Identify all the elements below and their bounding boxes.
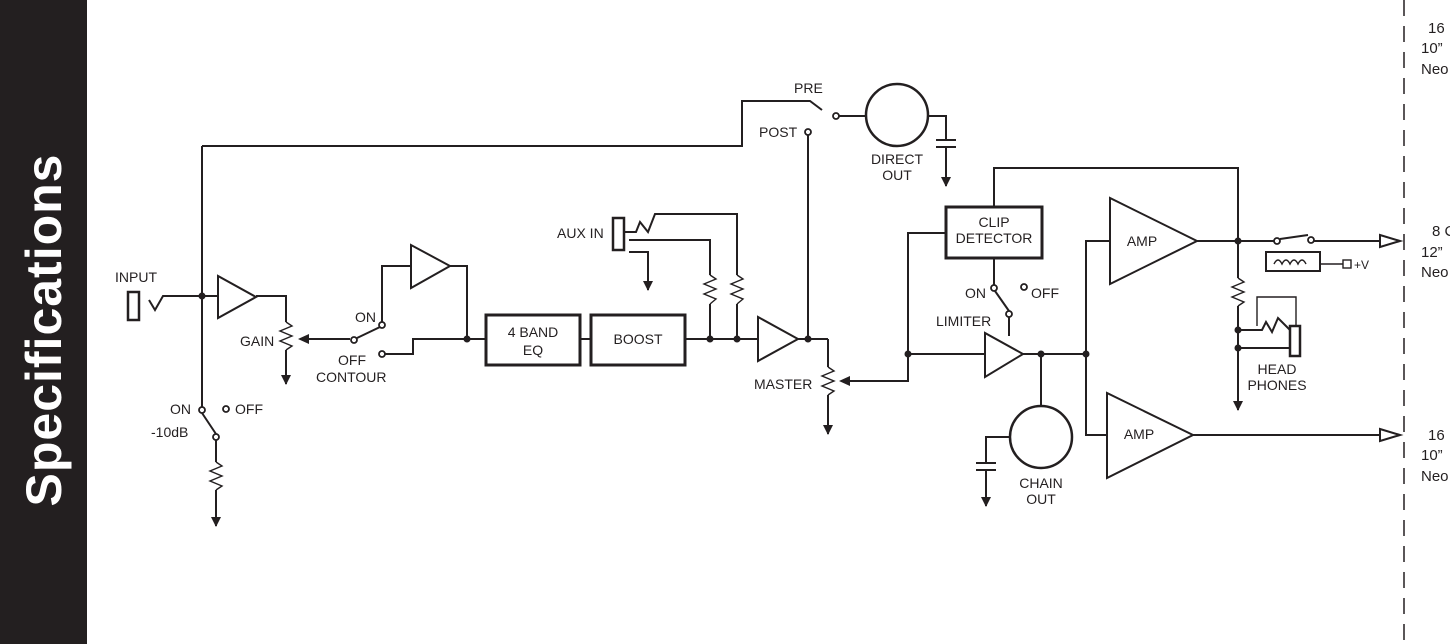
aux-in-jack <box>611 213 745 339</box>
clip-label-line1: CLIP <box>978 214 1009 230</box>
boost-block <box>589 313 687 367</box>
limiter-switch <box>990 258 1028 336</box>
amp-top-triangle <box>1109 196 1200 286</box>
headphone-relay-coil <box>1265 251 1352 272</box>
right-text-3c: Neo <box>1421 468 1449 485</box>
right-text-1a: 16 <box>1428 20 1445 37</box>
plus-v-label: +V <box>1354 258 1369 272</box>
headphones-jack <box>1238 296 1302 358</box>
pad-db-label: -10dB <box>151 424 188 440</box>
chain-out-label-line1: CHAIN <box>1019 475 1063 491</box>
limiter-triangle <box>984 331 1025 379</box>
contour-off-label: OFF <box>338 352 366 368</box>
clip-detector-block <box>944 205 1044 260</box>
sidebar-tab: Specifications <box>0 0 87 644</box>
right-text-3a: 16 <box>1428 427 1445 444</box>
bottom-output-arrow <box>1379 427 1404 443</box>
pre-post-switch <box>804 112 866 339</box>
pad-on-label: ON <box>170 401 191 417</box>
pad-switch <box>198 405 230 527</box>
contour-on-label: ON <box>355 309 376 325</box>
direct-out-cap <box>928 115 956 187</box>
headphones-label-line2: PHONES <box>1247 377 1306 393</box>
contour-label: CONTOUR <box>316 369 387 385</box>
eq-label-line1: 4 BAND <box>508 324 559 340</box>
right-text-1c: Neo <box>1421 61 1449 78</box>
master-triangle <box>757 315 801 363</box>
eq-label-line2: EQ <box>523 342 543 358</box>
right-text-2c: Neo <box>1421 264 1449 281</box>
amp-bottom-label: AMP <box>1124 426 1154 442</box>
speaker-switch <box>1238 233 1404 249</box>
gain-pot <box>278 321 350 385</box>
aux-in-label: AUX IN <box>557 225 604 241</box>
gain-label: GAIN <box>240 333 274 349</box>
right-text-3b: 10” <box>1421 447 1443 464</box>
eq-block <box>484 313 582 367</box>
chain-out-label-line2: OUT <box>1026 491 1056 507</box>
amp-top-label: AMP <box>1127 233 1157 249</box>
headphones-label-line1: HEAD <box>1258 361 1297 377</box>
pad-off-label: OFF <box>235 401 263 417</box>
right-text-2a: 8 C <box>1432 223 1450 240</box>
input-buffer-triangle <box>217 274 259 320</box>
limiter-on-label: ON <box>965 285 986 301</box>
post-label: POST <box>759 124 798 140</box>
amp-bottom-triangle <box>1106 391 1196 480</box>
boost-label: BOOST <box>613 331 662 347</box>
clip-label-line2: DETECTOR <box>956 230 1033 246</box>
pre-label: PRE <box>794 80 823 96</box>
chain-out-cap <box>976 436 1010 507</box>
limiter-label: LIMITER <box>936 313 991 329</box>
direct-out-label-line1: DIRECT <box>871 151 924 167</box>
limiter-off-label: OFF <box>1031 285 1059 301</box>
input-jack <box>126 290 202 322</box>
master-label: MASTER <box>754 376 812 392</box>
right-text-2b: 12” <box>1421 244 1443 261</box>
right-text-1b: 10” <box>1421 40 1443 57</box>
contour-triangle <box>410 243 453 290</box>
direct-out-label-line2: OUT <box>882 167 912 183</box>
contour-switch <box>350 265 467 358</box>
direct-out-connector <box>864 82 930 148</box>
input-label: INPUT <box>115 269 157 285</box>
chain-out-connector <box>1008 404 1074 470</box>
